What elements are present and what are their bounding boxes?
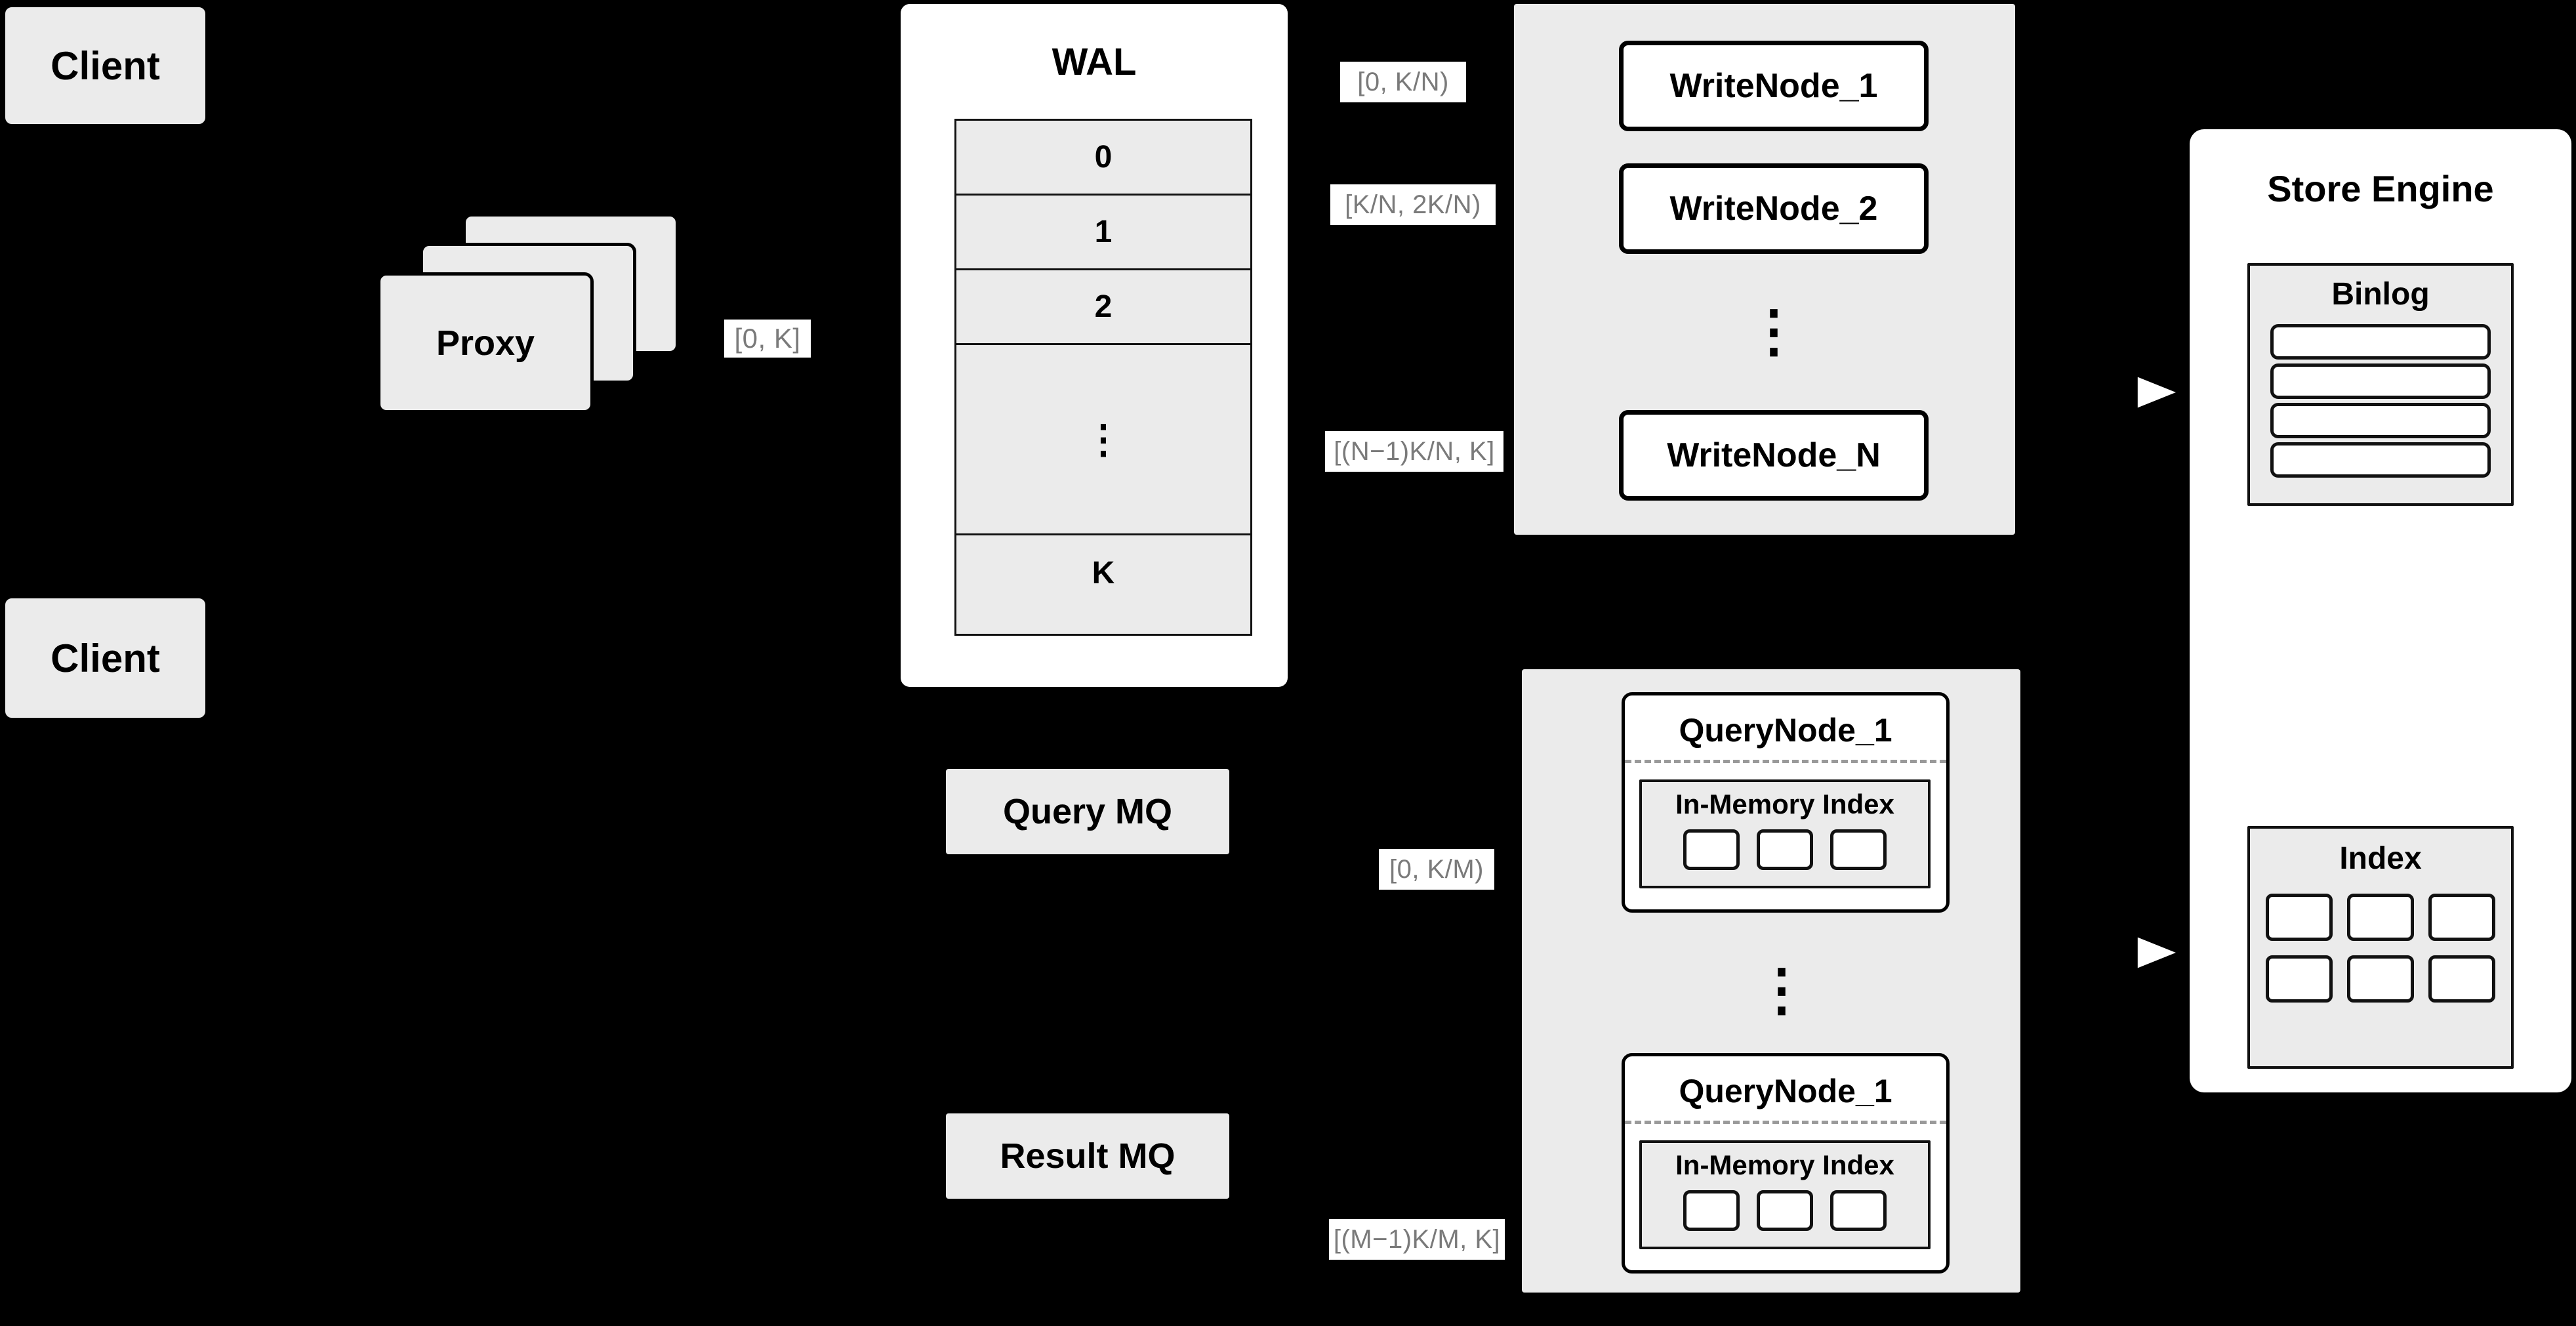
- write-node-n[interactable]: WriteNode_N: [1619, 410, 1929, 501]
- query-mq-box[interactable]: Query MQ: [946, 769, 1229, 854]
- store-index-entry[interactable]: [2347, 894, 2414, 941]
- edge-label-writenode-n-range: [(N−1)K/N, K]: [1325, 431, 1503, 472]
- query-node-1[interactable]: QueryNode_1 In-Memory Index: [1622, 692, 1950, 913]
- write-node-2-label: WriteNode_2: [1669, 190, 1878, 228]
- store-engine-panel: Store Engine Binlog Index: [2190, 129, 2571, 1092]
- write-node-n-label: WriteNode_N: [1667, 436, 1881, 474]
- wal-row-ellipsis: ⋮: [956, 345, 1250, 535]
- store-index-entry[interactable]: [2347, 955, 2414, 1003]
- binlog-entry[interactable]: [2270, 363, 2491, 399]
- binlog-title: Binlog: [2331, 277, 2430, 312]
- query-node-1-index-title: In-Memory Index: [1675, 789, 1894, 819]
- client-label-1: Client: [51, 43, 160, 88]
- index-segment[interactable]: [1757, 1190, 1813, 1231]
- edge-label-writenode-1-range: [0, K/N): [1340, 62, 1466, 102]
- proxy-label: Proxy: [436, 323, 535, 363]
- query-node-m[interactable]: QueryNode_1 In-Memory Index: [1622, 1053, 1950, 1274]
- query-cluster-container: QueryNode_1 In-Memory Index ⋮ QueryNode_…: [1522, 669, 2020, 1293]
- client-label-2: Client: [51, 636, 160, 680]
- edge-label-writenode-2-range: [K/N, 2K/N): [1330, 184, 1496, 225]
- query-node-m-label: QueryNode_1: [1679, 1073, 1892, 1109]
- binlog-entry[interactable]: [2270, 403, 2491, 438]
- query-node-1-index-panel: In-Memory Index: [1639, 779, 1931, 888]
- index-segment[interactable]: [1683, 1190, 1740, 1231]
- write-cluster-container: WriteNode_1 WriteNode_2 ⋮ WriteNode_N: [1514, 4, 2015, 535]
- result-mq-label: Result MQ: [1000, 1136, 1176, 1176]
- index-segment[interactable]: [1683, 829, 1740, 870]
- query-node-1-divider: [1625, 760, 1946, 763]
- query-node-m-index-panel: In-Memory Index: [1639, 1140, 1931, 1249]
- store-index-title: Index: [2339, 841, 2422, 876]
- wal-row-2: 2: [956, 270, 1250, 345]
- store-index-entry[interactable]: [2428, 894, 2495, 941]
- wal-panel: WAL 0 1 2 ⋮ K: [901, 4, 1288, 687]
- binlog-entry[interactable]: [2270, 442, 2491, 478]
- edge-label-querynode-m-range: [(M−1)K/M, K]: [1329, 1219, 1505, 1260]
- store-index-panel: Index: [2247, 826, 2514, 1069]
- edge-label-querynode-1-range: [0, K/M): [1379, 849, 1494, 890]
- write-node-2[interactable]: WriteNode_2: [1619, 163, 1929, 254]
- index-segment[interactable]: [1830, 829, 1887, 870]
- edge-label-text: [0, K]: [734, 323, 801, 354]
- store-index-entry[interactable]: [2266, 955, 2333, 1003]
- store-engine-title: Store Engine: [2267, 168, 2494, 209]
- write-node-1-label: WriteNode_1: [1669, 67, 1878, 105]
- binlog-entry[interactable]: [2270, 324, 2491, 360]
- index-segment[interactable]: [1757, 829, 1813, 870]
- binlog-panel: Binlog: [2247, 263, 2514, 506]
- wal-row-k: K: [956, 535, 1250, 610]
- wal-row-1: 1: [956, 196, 1250, 270]
- query-node-m-index-title: In-Memory Index: [1675, 1150, 1894, 1180]
- client-box-2[interactable]: Client: [5, 598, 205, 718]
- query-node-m-divider: [1625, 1121, 1946, 1124]
- edge-label-proxy-to-wal: [0, K]: [724, 320, 811, 358]
- wal-table: 0 1 2 ⋮ K: [954, 119, 1252, 636]
- client-box-1[interactable]: Client: [5, 7, 205, 124]
- query-mq-label: Query MQ: [1002, 792, 1173, 831]
- query-cluster-ellipsis: ⋮: [1753, 959, 1810, 1022]
- query-node-1-label: QueryNode_1: [1679, 712, 1892, 749]
- store-index-entry[interactable]: [2428, 955, 2495, 1003]
- result-mq-box[interactable]: Result MQ: [946, 1113, 1229, 1199]
- proxy-stack-card-1: Proxy: [377, 272, 594, 413]
- wal-title: WAL: [1052, 41, 1137, 83]
- write-cluster-ellipsis: ⋮: [1746, 300, 1802, 363]
- wal-row-0: 0: [956, 121, 1250, 196]
- proxy-stack[interactable]: Proxy: [377, 213, 685, 436]
- index-segment[interactable]: [1830, 1190, 1887, 1231]
- store-index-entry[interactable]: [2266, 894, 2333, 941]
- write-node-1[interactable]: WriteNode_1: [1619, 41, 1929, 131]
